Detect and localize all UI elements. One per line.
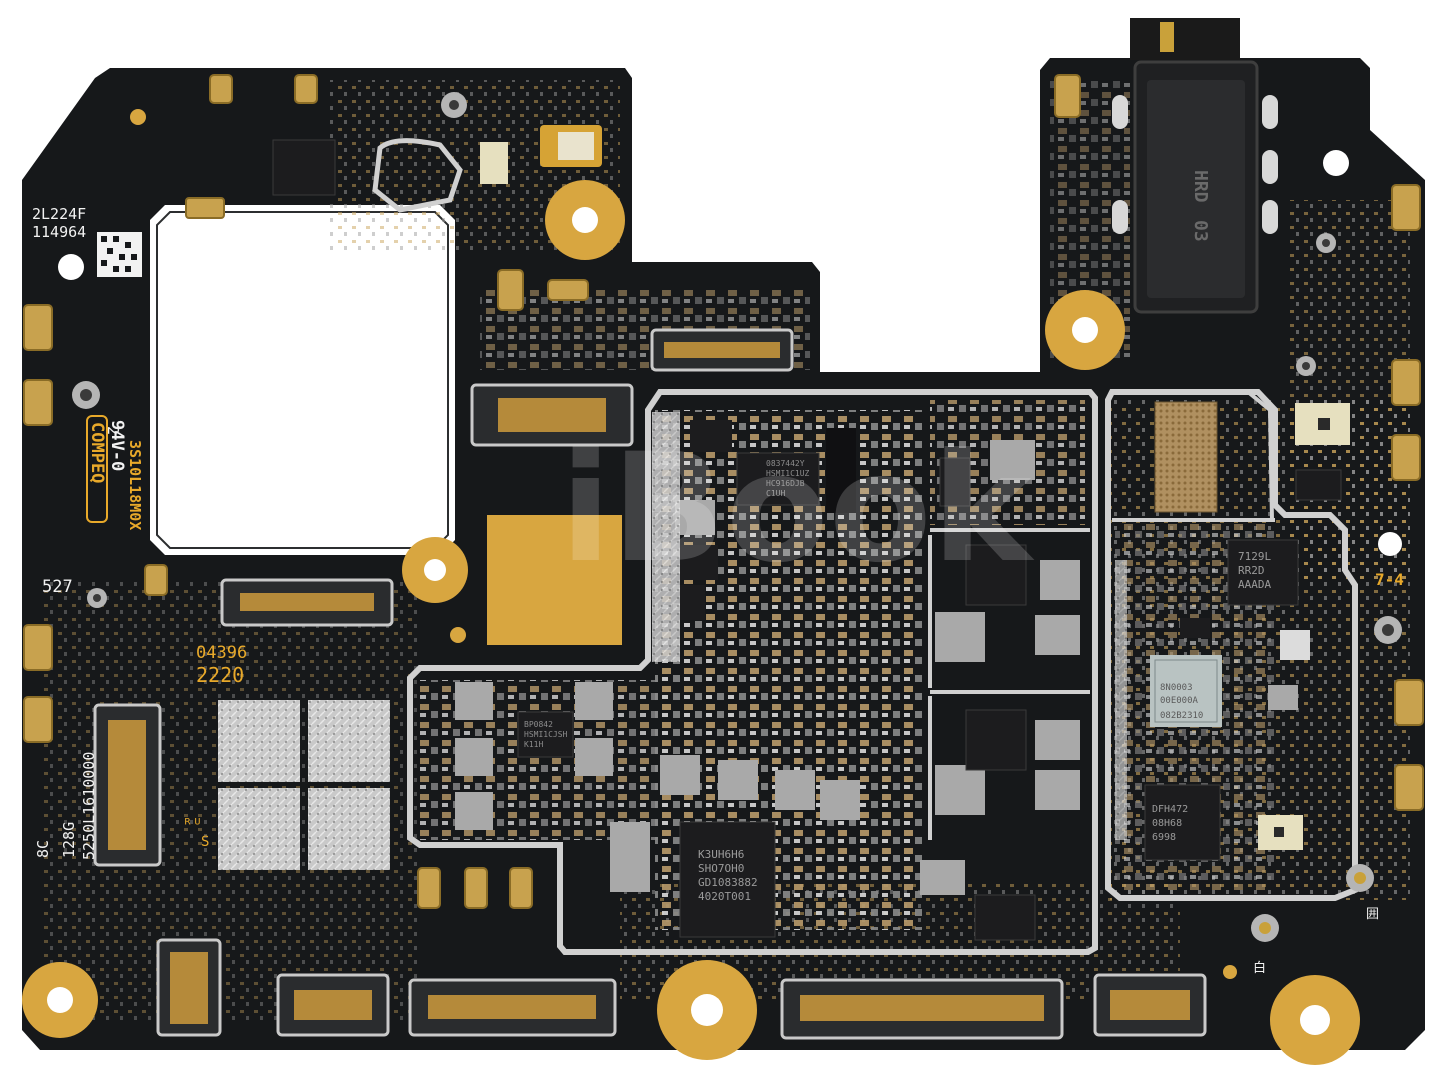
pmic-1-line-3: HC916DJB	[766, 479, 805, 488]
maker-label: COMPEQ	[87, 422, 107, 483]
label-527: 527	[42, 577, 73, 597]
right-chip-1-line-2: RR2D	[1238, 564, 1265, 577]
right-chip-3-line-1: DFH472	[1152, 804, 1188, 815]
code-label-1: 2L224F	[32, 205, 86, 223]
spring-contacts	[23, 74, 1424, 909]
maker-suffix: 2	[104, 426, 122, 435]
side-label-1: 8C	[34, 840, 52, 858]
memory-line-2: SHO7OH0	[698, 862, 744, 875]
mounting-holes	[22, 109, 1402, 1065]
memory-line-1: K3UH6H6	[698, 848, 744, 861]
pmic-2-line-3: K11H	[524, 740, 543, 749]
code-label-2: 114964	[32, 223, 86, 241]
pmic-1-line-1: 0837442Y	[766, 459, 805, 468]
label-7-4: 7-4	[1375, 570, 1404, 589]
board-connectors	[93, 328, 1207, 1040]
ul-mark: ᴿᵁ	[183, 815, 202, 834]
jack-label-1: HRD	[1190, 170, 1211, 203]
label-04396: 04396	[196, 643, 247, 663]
jack-label-2: 03	[1190, 220, 1211, 242]
pmic-1-line-4: C1UH	[766, 489, 785, 498]
datamatrix-code	[97, 232, 142, 277]
right-chip-2-line-1: 082B2310	[1160, 711, 1203, 721]
camera-cutout	[150, 205, 455, 555]
watermark: iBook	[560, 422, 1035, 596]
white-char-label: 白	[1253, 960, 1266, 976]
rating-label: 94V-0	[107, 420, 127, 471]
shield-frame-center	[407, 389, 1098, 955]
right-char-label: 囲	[1366, 907, 1379, 922]
right-chip-3-line-2: 08H68	[1152, 818, 1182, 829]
pmic-2-line-1: BP0842	[524, 720, 553, 729]
ic-chips	[272, 139, 1342, 941]
coax-connectors	[72, 92, 1402, 942]
right-chip-3-line-3: 6998	[1152, 832, 1176, 843]
shield-frame-right	[1105, 389, 1358, 901]
right-chip-1-line-3: AAADA	[1238, 578, 1271, 591]
right-chip-2-line-3: 8N0003	[1160, 683, 1193, 693]
right-chip-2-line-2: 00E000A	[1160, 696, 1199, 706]
headphone-jack	[1112, 18, 1278, 314]
memory-line-4: 4020T001	[698, 890, 751, 903]
memory-line-3: GD1083882	[698, 876, 758, 889]
side-label-2: 128G	[60, 822, 78, 858]
inductor-array	[455, 440, 1298, 895]
label-2220: 2220	[196, 663, 244, 687]
ul-s-label: S	[201, 834, 209, 850]
pmic-1-line-2: HSMI1C1UZ	[766, 469, 810, 478]
right-chip-1-line-1: 7129L	[1238, 550, 1271, 563]
gold-pad	[487, 515, 622, 645]
pmic-2-line-2: HSMI1CJSH	[524, 730, 568, 739]
part-number-label: 3S10L18M0X	[126, 440, 144, 530]
side-label-3: 5250L1610000	[80, 752, 98, 860]
solder-pads	[218, 412, 1127, 870]
